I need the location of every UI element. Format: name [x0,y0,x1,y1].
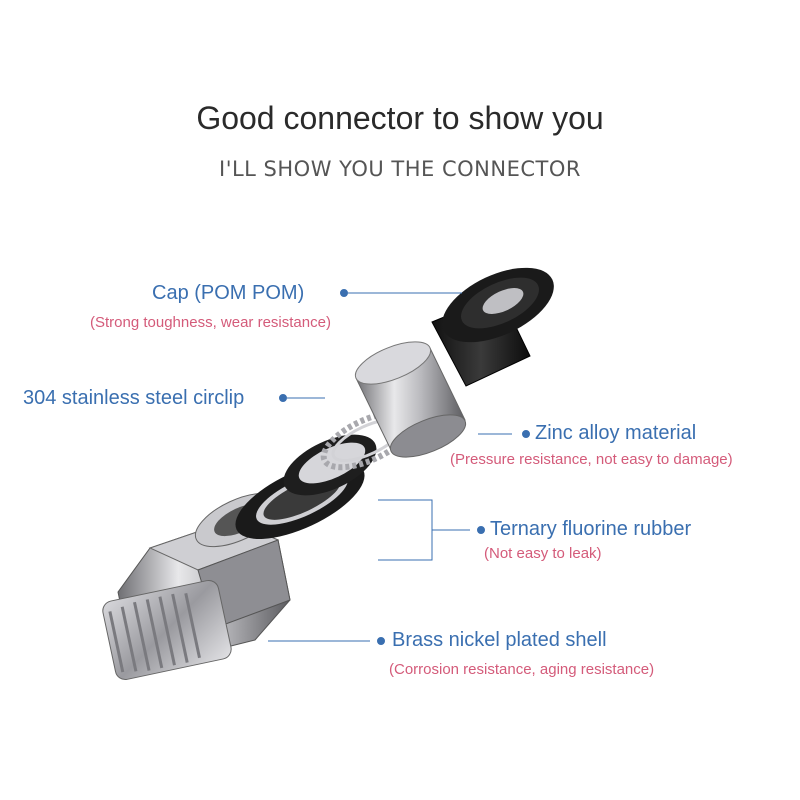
page-title: Good connector to show you [196,100,604,136]
note-fluorine-rubber: (Not easy to leak) [484,545,602,562]
label-cap: Cap (POM POM) [152,282,305,304]
rubber-ring-upper [283,434,377,496]
label-brass-shell: Brass nickel plated shell [392,629,607,651]
pom-cap [431,267,554,387]
label-zinc-alloy: Zinc alloy material [535,422,697,444]
label-circlip: 304 stainless steel circlip [23,387,245,409]
label-fluorine-rubber: Ternary fluorine rubber [490,518,692,540]
leader-lines [268,289,530,645]
note-zinc-alloy: (Pressure resistance, not easy to damage… [450,451,733,468]
note-cap: (Strong toughness, wear resistance) [90,314,331,331]
note-brass-shell: (Corrosion resistance, aging resistance) [389,661,655,678]
zinc-alloy-sleeve [354,341,467,458]
page-subtitle: I'LL SHOW YOU THE CONNECTOR [219,157,581,181]
